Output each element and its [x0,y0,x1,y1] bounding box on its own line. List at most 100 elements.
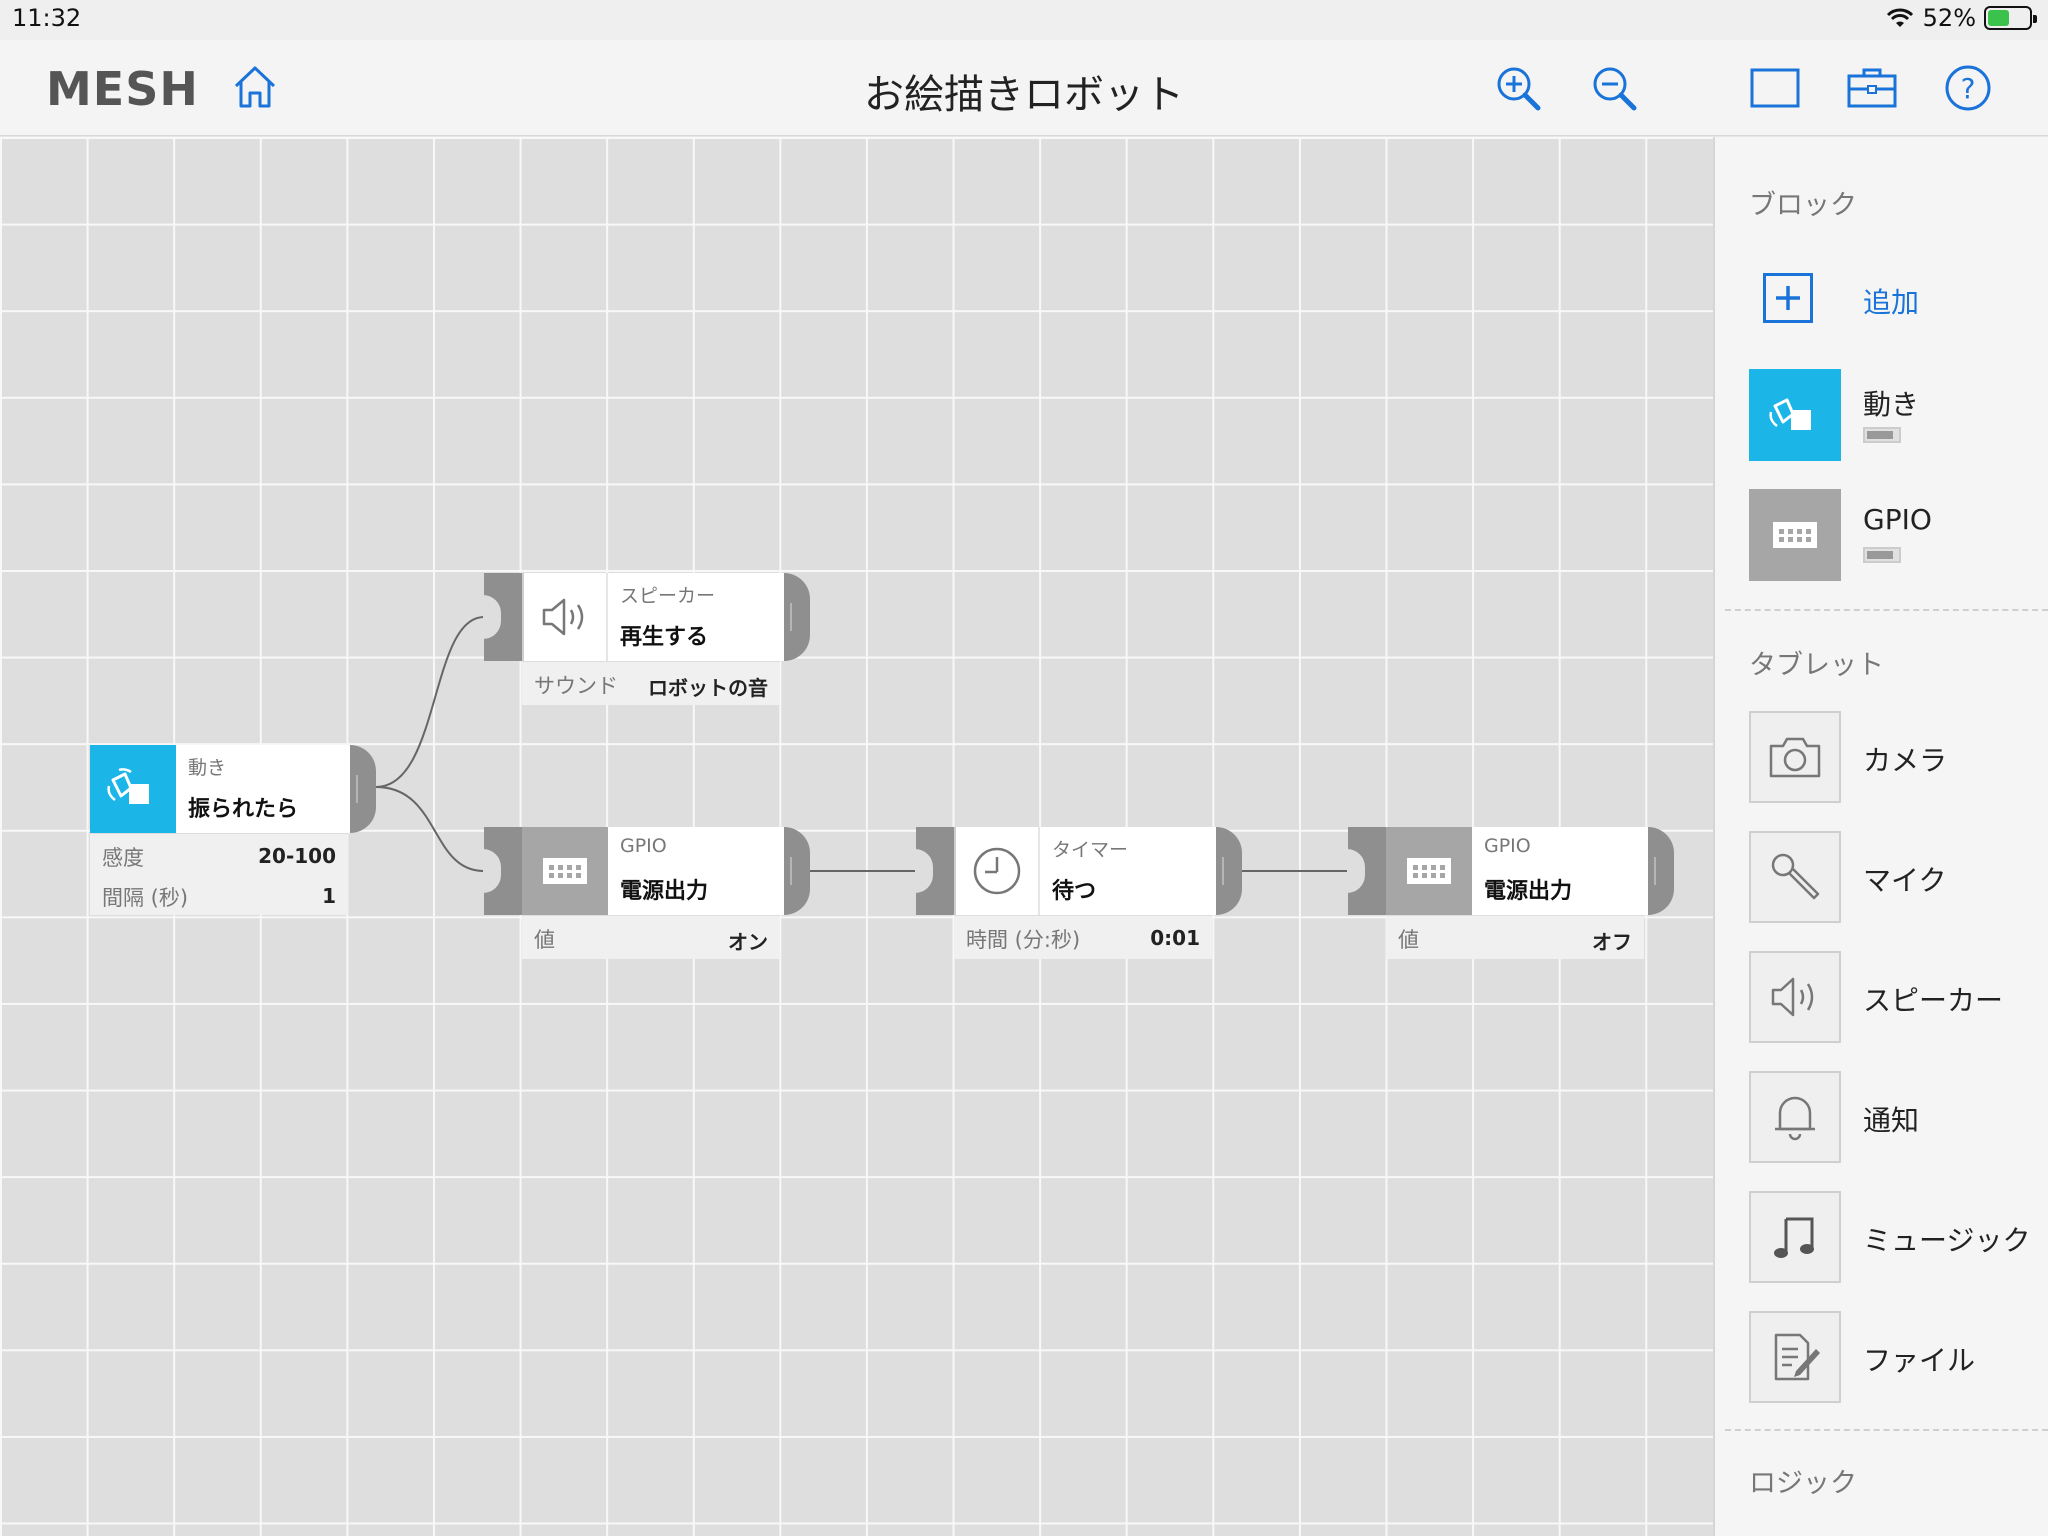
block-palette: ブロック 追加 動き GPIO [1713,137,2048,1536]
add-block-button[interactable]: 追加 [1749,263,2039,343]
block-action: 待つ [1052,879,1097,904]
section-title-tablet: タブレット [1749,650,1884,681]
palette-item-camera[interactable]: カメラ [1749,711,2039,803]
timer-block-body: タイマー 待つ [1040,827,1216,915]
output-connector[interactable] [350,745,376,833]
help-icon[interactable]: ? [1940,60,1996,116]
param-label: 時間 (分:秒) [966,928,1081,952]
gpio-icon [1749,489,1841,581]
motion-icon [107,768,149,804]
battery-level-icon [1863,427,1901,443]
help-glyph: ? [1961,72,1976,105]
param-label: 値 [1398,928,1419,952]
battery-percent: 52% [1922,4,1976,32]
block-action: 電源出力 [620,879,709,904]
speaker-params[interactable]: サウンド ロボットの音 [522,661,780,705]
output-connector[interactable] [1648,827,1674,915]
param-row: 間隔 (秒) 1 [102,876,336,912]
microphone-icon [1749,831,1841,923]
zoom-out-icon[interactable] [1586,60,1642,116]
section-title-blocks: ブロック [1749,190,1857,221]
palette-item-label: 動き [1863,388,1920,421]
app-logo: MESH [46,62,199,116]
param-row: 感度 20-100 [102,836,336,872]
motion-icon [1749,369,1841,461]
output-connector[interactable] [1216,827,1242,915]
param-row: 値 オン [534,918,768,954]
palette-item-speaker[interactable]: スピーカー [1749,951,2039,1043]
camera-icon [1749,711,1841,803]
param-label: サウンド [534,674,618,698]
home-icon[interactable] [230,62,280,112]
param-label: 感度 [102,846,144,870]
canvas-frame-icon[interactable] [1748,60,1804,116]
toolbox-icon[interactable] [1844,60,1900,116]
palette-item-motion[interactable]: 動き [1749,369,2039,461]
palette-item-music[interactable]: ミュージック [1749,1191,2039,1283]
block-action: 電源出力 [1484,879,1573,904]
music-note-icon [1749,1191,1841,1283]
palette-item-label: 通知 [1863,1104,1920,1137]
param-row: 時間 (分:秒) 0:01 [966,918,1200,954]
add-block-label: 追加 [1863,286,1920,319]
page-title: お絵描きロボット [864,72,1184,118]
gpio-on-block[interactable]: GPIO 電源出力 [483,827,810,915]
output-connector[interactable] [784,827,810,915]
input-connector[interactable] [483,827,522,915]
palette-item-label: カメラ [1863,744,1948,777]
param-row: 値 オフ [1398,918,1632,954]
palette-item-label: マイク [1863,864,1947,897]
speaker-block[interactable]: スピーカー 再生する [483,573,810,661]
output-connector[interactable] [784,573,810,661]
block-category: GPIO [1484,835,1531,857]
gpio-off-block-body: GPIO 電源出力 [1472,827,1648,915]
speaker-block-body: スピーカー 再生する [608,573,784,661]
palette-item-notification[interactable]: 通知 [1749,1071,2039,1163]
battery-icon [1984,6,2037,30]
wifi-icon [1886,8,1913,27]
section-divider [1725,609,2048,611]
gpio-icon-box [522,827,608,915]
status-bar: 11:32 52% [0,0,2048,40]
palette-item-microphone[interactable]: マイク [1749,831,2039,923]
section-divider [1725,1429,2048,1431]
input-connector[interactable] [483,573,522,661]
status-time: 11:32 [12,4,82,32]
motion-block-body: 動き 振られたら [176,745,350,833]
block-action: 振られたら [188,797,299,822]
param-row: サウンド ロボットの音 [534,664,768,700]
param-value: 0:01 [1150,926,1200,950]
zoom-in-icon[interactable] [1490,60,1546,116]
gpio-icon [1407,858,1451,884]
gpio-off-params[interactable]: 値 オフ [1386,915,1644,959]
bell-icon [1749,1071,1841,1163]
block-category: 動き [188,757,227,779]
app-header: MESH お絵描きロボット ? [0,40,2048,136]
program-canvas[interactable]: 動き 振られたら 感度 20-100 間隔 (秒) 1 スピーカー 再生する [0,137,1713,1536]
param-value: ロボットの音 [648,676,768,700]
gpio-on-block-body: GPIO 電源出力 [608,827,784,915]
gpio-off-block[interactable]: GPIO 電源出力 [1347,827,1674,915]
motion-block[interactable]: 動き 振られたら [90,745,380,833]
timer-icon-box [954,827,1040,915]
wire-motion-gpio-on [375,786,485,872]
palette-item-file[interactable]: ファイル [1749,1311,2039,1403]
plus-icon [1763,273,1813,323]
param-value: オフ [1592,930,1632,954]
speaker-icon-box [522,573,608,661]
wire-motion-speaker [375,616,485,788]
input-connector[interactable] [915,827,954,915]
motion-params[interactable]: 感度 20-100 間隔 (秒) 1 [90,833,348,915]
timer-params[interactable]: 時間 (分:秒) 0:01 [954,915,1212,959]
speaker-icon [1749,951,1841,1043]
timer-block[interactable]: タイマー 待つ [915,827,1242,915]
gpio-icon-box [1386,827,1472,915]
connection-wires [375,616,1350,872]
param-value: 1 [322,884,336,908]
palette-item-gpio[interactable]: GPIO [1749,489,2039,581]
palette-item-label: ファイル [1863,1344,1976,1377]
input-connector[interactable] [1347,827,1386,915]
gpio-on-params[interactable]: 値 オン [522,915,780,959]
palette-item-label: GPIO [1863,503,1932,536]
battery-level-icon [1863,547,1901,563]
